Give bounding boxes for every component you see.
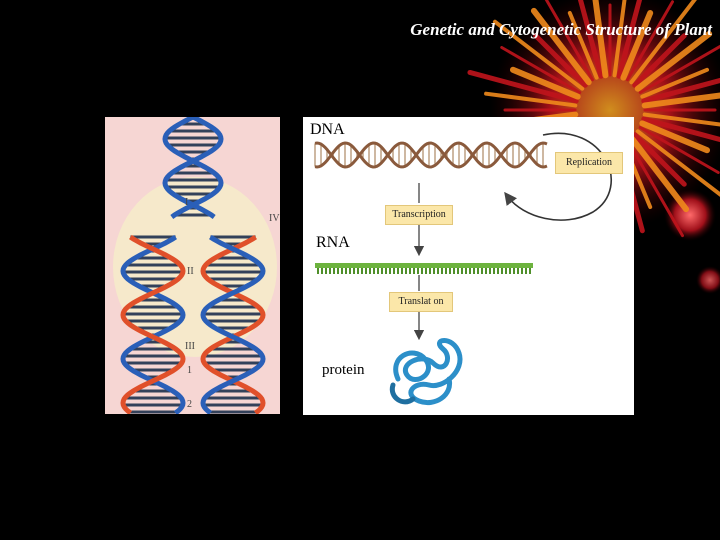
dna-double-helix bbox=[314, 141, 548, 169]
replication-helix-drawing bbox=[113, 117, 277, 414]
marker-roman-2: II bbox=[187, 266, 194, 277]
label-dna: DNA bbox=[310, 121, 345, 138]
label-rna: RNA bbox=[316, 234, 350, 251]
step-replication: Replication bbox=[555, 152, 623, 174]
dna-replication-illustration: I IV II III 1 2 bbox=[105, 117, 280, 414]
central-dogma-diagram: DNA RNA protein Transcription Translat o… bbox=[303, 117, 634, 415]
central-dogma-graphics bbox=[314, 132, 612, 405]
protein-coil bbox=[389, 338, 463, 405]
marker-roman-1: I bbox=[185, 197, 189, 208]
label-protein: protein bbox=[322, 362, 365, 378]
marker-num-2: 2 bbox=[187, 399, 192, 410]
marker-num-1: 1 bbox=[187, 365, 192, 376]
marker-roman-3: III bbox=[185, 341, 195, 352]
rna-strand bbox=[315, 263, 533, 274]
step-translation: Translat on bbox=[389, 292, 453, 312]
step-transcription: Transcription bbox=[385, 205, 453, 225]
marker-roman-4: IV bbox=[269, 213, 280, 224]
replication-loop-arrow bbox=[504, 132, 612, 221]
slide-title: Genetic and Cytogenetic Structure of Pla… bbox=[410, 20, 712, 39]
